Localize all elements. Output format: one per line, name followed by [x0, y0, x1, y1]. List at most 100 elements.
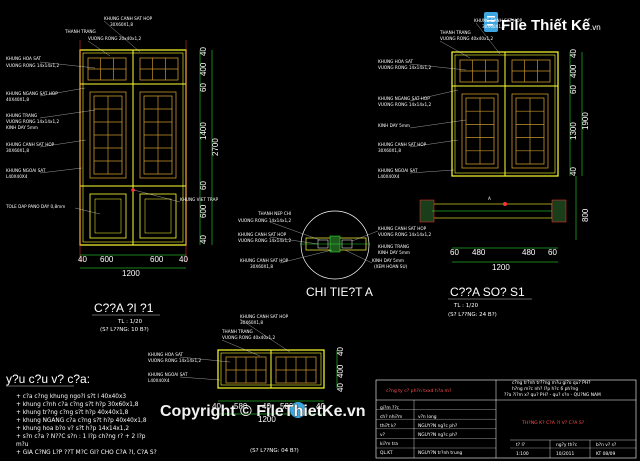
- svg-text:40: 40: [262, 402, 271, 411]
- d2-leaf-grid: [465, 97, 545, 165]
- svg-text:THANH TRANG: THANH TRANG: [221, 329, 253, 334]
- door-d1-callouts: KHUNG CANH SAT HOP 30X60X1,8 THANH TRANG…: [5, 16, 218, 215]
- svg-text:+ khung hoa b?o v? s?t h?p 14x: + khung hoa b?o v? s?t h?p 14x14x1,2: [16, 426, 129, 432]
- svg-text:KHUNG CANH SAT HOP: KHUNG CANH SAT HOP: [240, 258, 289, 263]
- svg-text:NGUY?N ng?c ph?: NGUY?N ng?c ph?: [418, 423, 458, 429]
- logo-suffix: .vn: [590, 23, 601, 32]
- d1-transom-grid: [87, 57, 179, 81]
- window-d2-title-block: C??A SO? S1 TL : 1/20 (S? L??NG: 24 B?): [448, 285, 532, 318]
- svg-text:VUONG RONG 14x14x1,2: VUONG RONG 14x14x1,2: [378, 65, 431, 70]
- window-s2-callouts: KHUNG CANH SAT HOP 30X60X1,8 THANH TRANG…: [148, 314, 299, 454]
- copyright-watermark: Copyright © FileThietKe.vn: [160, 402, 366, 420]
- svg-text:VUONG RONG 14x14x1,2: VUONG RONG 14x14x1,2: [6, 63, 59, 68]
- svg-text:580: 580: [234, 402, 248, 411]
- svg-text:580: 580: [280, 402, 294, 411]
- svg-text:30X60X1,8: 30X60X1,8: [6, 148, 29, 153]
- svg-text:KINH DAY 5mm: KINH DAY 5mm: [378, 123, 410, 128]
- svg-text:L40X40X4: L40X40X4: [378, 174, 400, 179]
- svg-text:Copyright © FileThietKe.vn: Copyright © FileThietKe.vn: [160, 403, 366, 420]
- svg-text:NGUY?N ng?c ph?: NGUY?N ng?c ph?: [418, 432, 458, 438]
- svg-text:400: 400: [199, 62, 208, 76]
- detail-a: CHI TIE?T A THANH NEP CHI VUONG RONG 14x…: [238, 210, 431, 299]
- svg-text:+ khung c?nh c?a c?ng s?t h?p: + khung c?nh c?a c?ng s?t h?p 30x60x1,8: [16, 402, 139, 408]
- svg-text:THANH NEP CHI: THANH NEP CHI: [257, 211, 291, 216]
- svg-text:30X60X1,8: 30X60X1,8: [240, 320, 263, 325]
- svg-text:THANH TRANG: THANH TRANG: [64, 29, 96, 34]
- svg-text:60: 60: [548, 248, 557, 257]
- svg-text:1200: 1200: [492, 263, 510, 272]
- svg-text:400: 400: [336, 364, 345, 378]
- svg-text:v?: v?: [380, 432, 386, 438]
- svg-text:10/2011: 10/2011: [556, 451, 574, 457]
- d1-leaf-grid: [93, 95, 173, 175]
- svg-text:(S? L??NG: 10 B?): (S? L??NG: 10 B?): [100, 327, 149, 333]
- svg-text:VUONG RONG 20x40x1,2: VUONG RONG 20x40x1,2: [88, 36, 141, 41]
- svg-text:600: 600: [150, 255, 164, 264]
- svg-text:KINH DAY 5mm: KINH DAY 5mm: [378, 250, 410, 255]
- svg-text:KINH DAY 5mm: KINH DAY 5mm: [372, 258, 404, 263]
- window-s2-dims: 40 580 40 580 40 1200 40 400 40: [212, 347, 345, 424]
- svg-text:KHUNG CANH SAT HOP: KHUNG CANH SAT HOP: [378, 226, 427, 231]
- svg-text:KHUNG CANH SAT HOP: KHUNG CANH SAT HOP: [240, 314, 289, 319]
- detail-title: CHI TIE?T A: [306, 285, 373, 299]
- svg-text:c?ng ty c? ph?n txxd h?a m?: c?ng ty c? ph?n txxd h?a m?: [386, 388, 452, 394]
- door-title: C??A ?I ?1: [94, 301, 154, 315]
- svg-text:KHUNG NGOAI SAT: KHUNG NGOAI SAT: [148, 372, 188, 377]
- svg-text:40X40X1,8: 40X40X1,8: [6, 97, 29, 102]
- svg-text:40: 40: [199, 47, 208, 56]
- svg-text:40: 40: [212, 402, 221, 411]
- door-d1-dims: 40 600 600 40 1200 40 400 60 1400 2700 6…: [78, 47, 220, 278]
- svg-text:40: 40: [336, 383, 345, 392]
- svg-text:KHUNG NGOAI SAT: KHUNG NGOAI SAT: [6, 168, 46, 173]
- svg-text:KT 08/09: KT 08/09: [596, 451, 615, 457]
- svg-text:(XEM HOAN SU): (XEM HOAN SU): [374, 264, 408, 269]
- svg-text:(S? L??NG: 24 B?): (S? L??NG: 24 B?): [448, 312, 497, 318]
- svg-text:30X60X1,8: 30X60X1,8: [110, 22, 133, 27]
- svg-text:KHUNG CANH SAT HOP: KHUNG CANH SAT HOP: [104, 16, 153, 21]
- svg-text:VUONG RONG 14x14x1,2: VUONG RONG 14x14x1,2: [238, 238, 291, 243]
- svg-text:1400: 1400: [199, 122, 208, 140]
- svg-text:KHUNG TRANG: KHUNG TRANG: [6, 113, 37, 118]
- svg-text:30X60X1,8: 30X60X1,8: [378, 148, 401, 153]
- svg-text:+ s?n c?a ? N??C s?n : 1 l?p c: + s?n c?a ? N??C s?n : 1 l?p ch?ng r? + …: [16, 434, 146, 440]
- svg-text:KHUNG CANH SAT HOP: KHUNG CANH SAT HOP: [6, 142, 55, 147]
- svg-text:ch? nhi?m: ch? nhi?m: [380, 414, 402, 420]
- svg-text:QL.KT: QL.KT: [380, 450, 393, 456]
- svg-text:A: A: [488, 196, 491, 201]
- svg-text:+ khung tr?ng c?ng s?t h?p 40x: + khung tr?ng c?ng s?t h?p 40x40x1,8: [16, 410, 129, 416]
- svg-text:480: 480: [522, 248, 536, 257]
- notes-heading: y?u c?u v? c?a:: [6, 372, 90, 386]
- svg-text:VUONG RONG 14x14x1,2: VUONG RONG 14x14x1,2: [378, 102, 431, 107]
- svg-text:480: 480: [472, 248, 486, 257]
- svg-text:THANH TRANG: THANH TRANG: [439, 30, 471, 35]
- title-block: c?ng ty c? ph?n txxd h?a m? c?ng tr?nh t…: [375, 379, 637, 459]
- svg-text:KHUNG CANH SAT HOP: KHUNG CANH SAT HOP: [238, 232, 287, 237]
- svg-text:1300: 1300: [569, 122, 578, 140]
- svg-text:KHUNG VIET TRAP: KHUNG VIET TRAP: [180, 197, 218, 202]
- window-d2-elevation: [451, 51, 559, 177]
- svg-text:KHUNG HOA SAT: KHUNG HOA SAT: [378, 59, 414, 64]
- svg-text:40: 40: [179, 255, 188, 264]
- svg-text:40: 40: [78, 255, 87, 264]
- svg-text:L40X40X4: L40X40X4: [6, 174, 28, 179]
- svg-text:40: 40: [316, 402, 325, 411]
- window-title: C??A SO? S1: [450, 285, 525, 299]
- svg-text:40: 40: [199, 235, 208, 244]
- svg-text:60: 60: [199, 181, 208, 190]
- site-logo[interactable]: File Thiết Kế .vn: [484, 12, 601, 34]
- svg-text:v?n long: v?n long: [418, 414, 437, 420]
- svg-text:TL : 1/20: TL : 1/20: [453, 303, 479, 309]
- svg-text:1200: 1200: [122, 269, 140, 278]
- svg-text:1900: 1900: [581, 112, 590, 130]
- svg-text:2700: 2700: [211, 138, 220, 156]
- svg-text:40: 40: [569, 49, 578, 58]
- svg-text:400: 400: [569, 64, 578, 78]
- svg-text:KINH DAY 5mm: KINH DAY 5mm: [6, 125, 38, 130]
- svg-text:b?n v? s?: b?n v? s?: [596, 442, 617, 448]
- svg-text:KHUNG HOA SAT: KHUNG HOA SAT: [148, 352, 184, 357]
- svg-text:60: 60: [569, 85, 578, 94]
- svg-text:KHUNG NGANG SAT HOP: KHUNG NGANG SAT HOP: [378, 96, 430, 101]
- svg-text:KHUNG NGANG SAT HOP: KHUNG NGANG SAT HOP: [6, 91, 58, 96]
- svg-text:VUONG RONG 40x40x1,2: VUONG RONG 40x40x1,2: [440, 36, 493, 41]
